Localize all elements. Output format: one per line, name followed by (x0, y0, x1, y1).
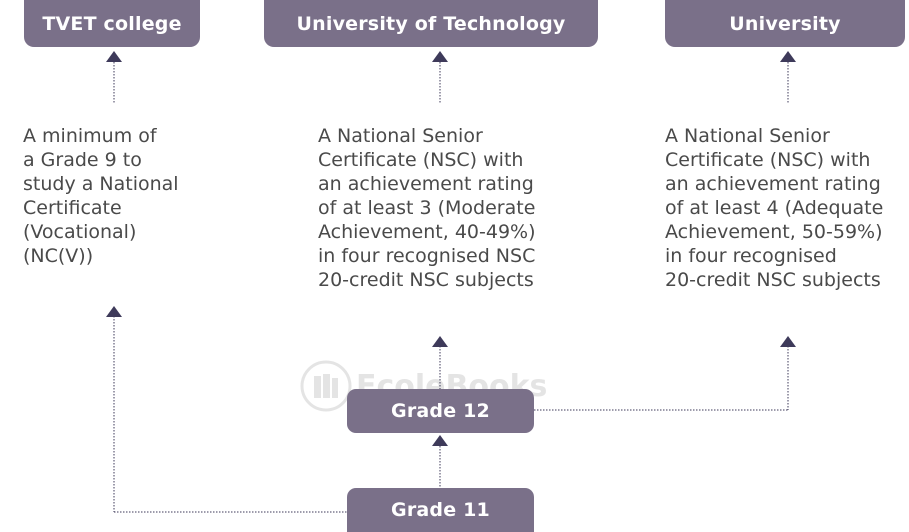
tvet-requirement-text: A minimum of a Grade 9 to study a Nation… (23, 125, 179, 267)
tvet-bottom-arrow (106, 306, 122, 317)
grade12-arrow (432, 435, 448, 446)
tvet-college-box: TVET college (24, 0, 200, 47)
university-title: University (729, 12, 841, 35)
grade-12-label: Grade 12 (391, 400, 490, 422)
university-bottom-arrow (780, 336, 796, 347)
university-requirement-text: A National Senior Certificate (NSC) with… (665, 125, 884, 291)
university-of-technology-title: University of Technology (296, 12, 566, 35)
book-icon (300, 360, 352, 412)
tvet-top-arrow (106, 51, 122, 62)
university-box: University (665, 0, 905, 47)
grade-11-label: Grade 11 (391, 499, 490, 521)
grade-11-box: Grade 11 (347, 488, 534, 532)
university-of-technology-box: University of Technology (264, 0, 598, 47)
uot-requirement-text: A National Senior Certificate (NSC) with… (318, 125, 536, 291)
uot-bottom-arrow (432, 336, 448, 347)
grade-12-box: Grade 12 (347, 389, 534, 433)
tvet-college-title: TVET college (42, 12, 182, 35)
uot-top-arrow (432, 51, 448, 62)
university-top-arrow (780, 51, 796, 62)
